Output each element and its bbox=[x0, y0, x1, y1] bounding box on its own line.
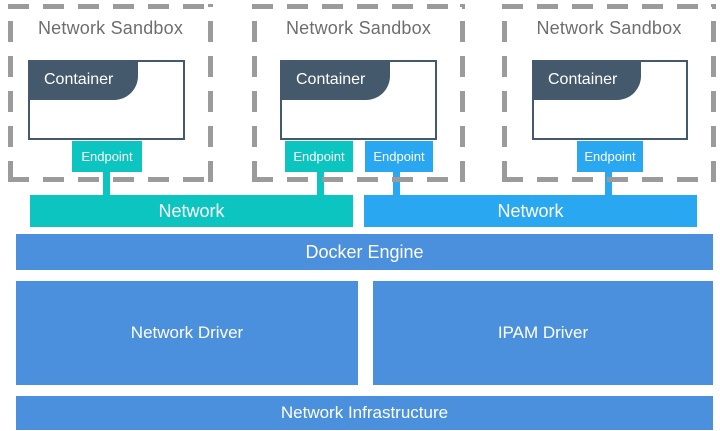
container-label: Container bbox=[296, 71, 366, 88]
endpoint-connector bbox=[103, 170, 110, 197]
endpoint: Endpoint bbox=[285, 141, 353, 172]
endpoint: Endpoint bbox=[365, 141, 433, 172]
docker-engine-bar: Docker Engine bbox=[16, 234, 713, 270]
endpoint: Endpoint bbox=[577, 141, 643, 172]
endpoint: Endpoint bbox=[72, 141, 142, 172]
ipam-driver-box: IPAM Driver bbox=[373, 281, 713, 385]
network-infrastructure-bar: Network Infrastructure bbox=[16, 396, 713, 430]
sandbox-title: Network Sandbox bbox=[285, 18, 432, 38]
container-tab: Container bbox=[28, 60, 139, 100]
network-sandbox-2: Network Sandbox Container bbox=[252, 4, 465, 182]
endpoint-connector bbox=[605, 170, 612, 197]
network-bar-blue: Network bbox=[364, 195, 697, 227]
container-tab: Container bbox=[280, 60, 391, 100]
container-tab: Container bbox=[532, 60, 642, 100]
sandbox-title: Network Sandbox bbox=[37, 18, 184, 38]
container-label: Container bbox=[44, 71, 114, 88]
network-sandbox-3: Network Sandbox Container bbox=[502, 4, 716, 182]
container-box: Container bbox=[28, 60, 185, 140]
network-driver-box: Network Driver bbox=[16, 281, 358, 385]
endpoint-connector bbox=[317, 170, 324, 197]
container-box: Container bbox=[532, 60, 688, 140]
network-bar-teal: Network bbox=[30, 195, 353, 227]
container-label: Container bbox=[548, 71, 618, 88]
container-box: Container bbox=[280, 60, 437, 140]
sandbox-title: Network Sandbox bbox=[536, 18, 682, 38]
endpoint-connector bbox=[393, 170, 400, 197]
